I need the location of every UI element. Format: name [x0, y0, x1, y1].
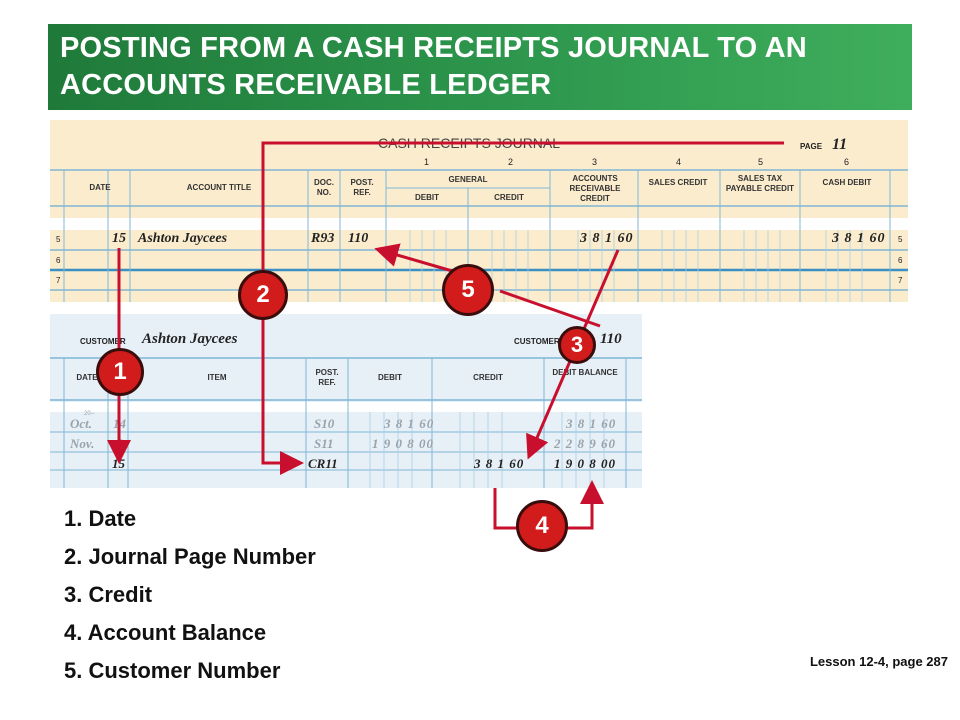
- journal-doc: R93: [311, 231, 335, 246]
- step-badge-2: 2: [238, 270, 288, 320]
- journal-header-sales-credit: SALES CREDIT: [648, 178, 708, 187]
- journal-date: 15: [112, 231, 126, 246]
- journal-header-general: GENERAL: [448, 175, 488, 184]
- ledger-balance: 2 2 8 9 60: [554, 436, 616, 451]
- ledger-header-credit: CREDIT: [473, 373, 503, 382]
- journal-header-general-debit: DEBIT: [415, 193, 439, 202]
- journal-grid: [50, 169, 908, 302]
- journal-line-number: 6: [56, 256, 61, 265]
- ledger-customer-no-label: CUSTOMER NO.: [514, 337, 577, 346]
- ledger-header-item: ITEM: [207, 373, 227, 382]
- lesson-reference: Lesson 12-4, page 287: [809, 654, 948, 669]
- ledger-balance: 3 8 1 60: [566, 416, 617, 431]
- ledger-month: Oct.: [70, 416, 93, 431]
- step-badge-5: 5: [442, 264, 494, 316]
- ledger-year: 20--: [84, 411, 95, 417]
- journal-post-ref: 110: [348, 231, 369, 246]
- step-badge-3: 3: [558, 326, 596, 364]
- col-number: 3: [592, 157, 598, 167]
- journal-line-number-right: 6: [898, 256, 903, 265]
- slide-title: POSTING FROM A CASH RECEIPTS JOURNAL TO …: [60, 32, 807, 101]
- ledger-header-balance: DEBIT BALANCE: [552, 368, 618, 377]
- col-number: 2: [508, 157, 514, 167]
- ledger-header-post-ref: POST. REF.: [315, 368, 339, 387]
- journal-account: Ashton Jaycees: [138, 231, 228, 246]
- step-badge-4: 4: [516, 500, 568, 552]
- ledger-debit: 1 9 0 8 00: [372, 436, 434, 451]
- journal-page-label: PAGE: [800, 142, 823, 151]
- col-number: 6: [844, 157, 850, 167]
- cash-receipts-journal: [50, 120, 908, 302]
- legend-item: 3. Credit: [64, 582, 153, 607]
- journal-line-number: 7: [56, 276, 61, 285]
- legend-item: 1. Date: [64, 506, 137, 531]
- journal-cash-debit-amount: 3 8 1 60: [832, 231, 886, 246]
- legend-item: 4. Account Balance: [64, 620, 267, 645]
- journal-line-number: 5: [56, 235, 61, 244]
- ledger-customer-name: Ashton Jaycees: [142, 331, 238, 347]
- legend-item: 5. Customer Number: [64, 658, 281, 683]
- legend-item: 2. Journal Page Number: [64, 544, 316, 569]
- col-number: 1: [424, 157, 430, 167]
- ledger-customer-label: CUSTOMER: [80, 337, 126, 346]
- title-bar: [48, 24, 912, 110]
- ledger-month: Nov.: [70, 436, 95, 451]
- ledger-post-ref: S11: [314, 436, 334, 451]
- journal-header-post-ref: POST. REF.: [350, 178, 374, 197]
- ledger-grid: [50, 357, 642, 488]
- journal-ar-credit-amount: 3 8 1 60: [580, 231, 634, 246]
- journal-header-cash-debit: CASH DEBIT: [822, 178, 872, 187]
- ledger-balance: 1 9 0 8 00: [554, 456, 616, 471]
- journal-header-ar-credit: ACCOUNTS RECEIVABLE CREDIT: [569, 174, 621, 203]
- ledger-post-ref: S10: [314, 416, 335, 431]
- ledger-header-date: DATE: [76, 373, 98, 382]
- journal-line-number-right: 7: [898, 276, 903, 285]
- arrow-page-number: [261, 141, 784, 475]
- journal-page-number: 11: [832, 136, 848, 153]
- col-number: 4: [676, 157, 682, 167]
- journal-header-sales-tax: SALES TAX PAYABLE CREDIT: [725, 174, 795, 193]
- col-number: 5: [758, 157, 764, 167]
- journal-header-doc-no: DOC. NO.: [314, 178, 334, 197]
- journal-header-general-credit: CREDIT: [494, 193, 524, 202]
- ledger-debit: 3 8 1 60: [384, 416, 435, 431]
- arrow-customer-number: [499, 289, 601, 328]
- ledger-post-ref: CR11: [308, 456, 338, 471]
- ledger-credit: 3 8 1 60: [474, 456, 525, 471]
- ledger-customer-no: 110: [600, 331, 622, 347]
- step-badge-1: 1: [96, 348, 144, 396]
- journal-line-number-right: 5: [898, 235, 903, 244]
- journal-header-date: DATE: [89, 183, 111, 192]
- journal-header-account-title: ACCOUNT TITLE: [186, 183, 252, 192]
- ledger-header-debit: DEBIT: [378, 373, 402, 382]
